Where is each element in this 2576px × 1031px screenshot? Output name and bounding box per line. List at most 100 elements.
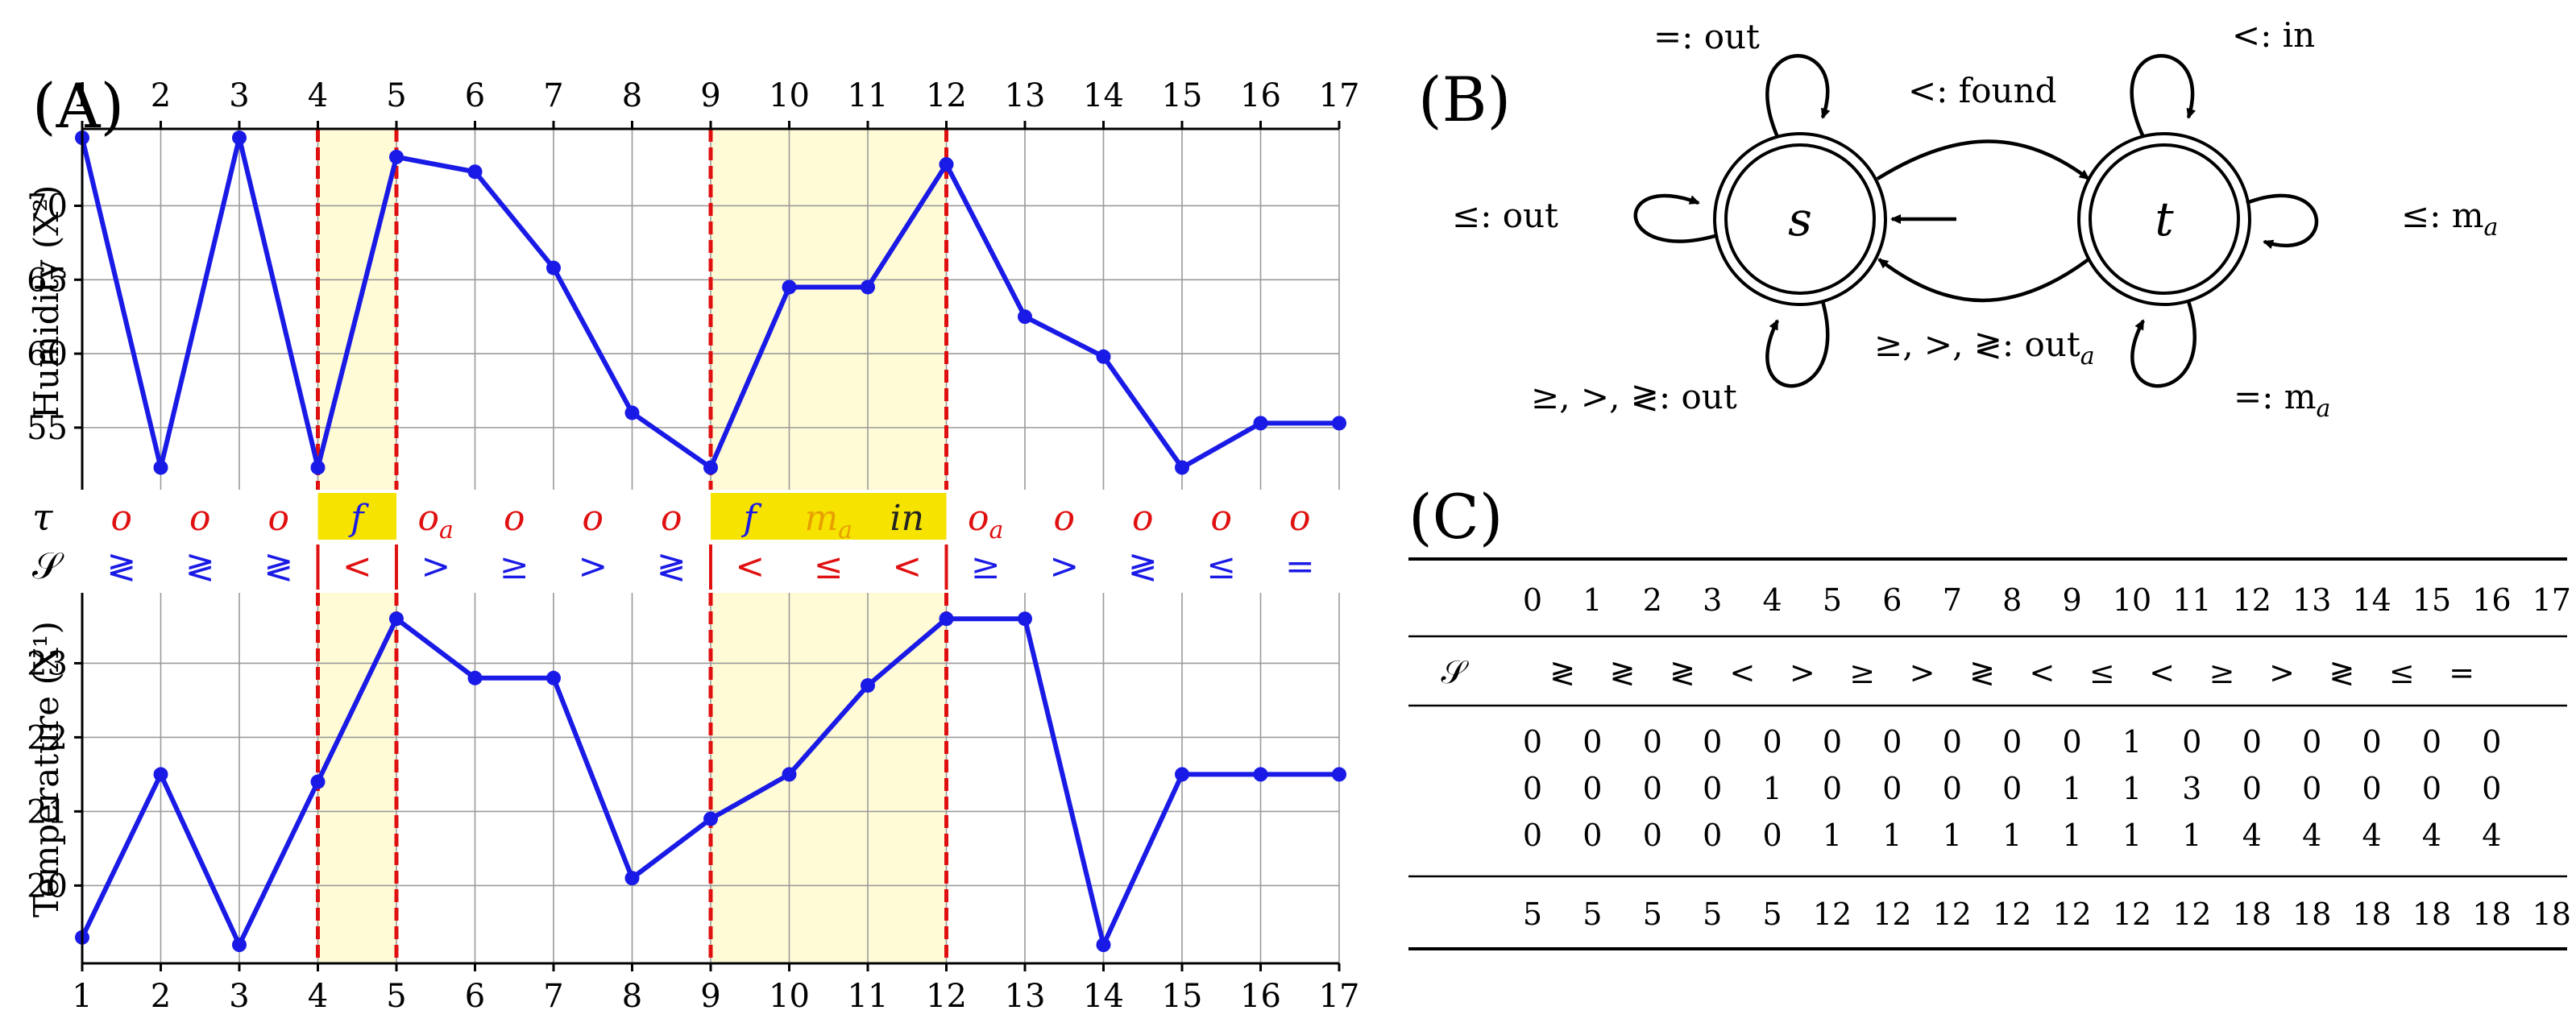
- table-data-cell: 0: [2302, 724, 2321, 760]
- top-x-tick-label: 2: [151, 77, 171, 114]
- table-header-cell: 15: [2412, 582, 2451, 618]
- table-data-cell: 0: [2362, 724, 2382, 760]
- table-header-cell: 4: [1763, 582, 1782, 618]
- temperature-y-tick-label: 21: [27, 793, 68, 830]
- table-data-cell: 0: [1583, 724, 1602, 760]
- humidity-point: [861, 279, 875, 295]
- loop-s-top: [1765, 54, 1831, 138]
- temperature-point: [310, 774, 326, 789]
- table-header-cell: 6: [1882, 582, 1902, 618]
- table-data-cell: 1: [1943, 818, 1962, 853]
- humidity-point: [389, 149, 404, 164]
- table-data-cell: 0: [1703, 724, 1722, 760]
- top-x-tick-label: 8: [622, 77, 642, 114]
- humidity-point: [153, 460, 168, 475]
- tau-symbol: ma: [804, 498, 852, 544]
- table-s-cell: ≤: [2089, 655, 2115, 690]
- tau-symbol: o: [661, 498, 682, 539]
- temperature-axis-label: Temperature (X¹): [27, 621, 66, 917]
- s-symbol: ≷: [185, 546, 215, 587]
- temperature-point: [939, 611, 954, 627]
- top-x-tick-label: 10: [769, 77, 810, 114]
- humidity-point: [546, 260, 561, 275]
- table-header-cell: 8: [2002, 582, 2022, 618]
- humidity-axis-label: Humidity (X²): [27, 185, 66, 420]
- loop-t-top: [2130, 54, 2196, 138]
- top-x-tick-label: 5: [386, 77, 406, 114]
- table-final-cell: 12: [1813, 896, 1852, 932]
- table-data-cell: 0: [2422, 724, 2441, 760]
- table-data-cell: 3: [2182, 771, 2201, 806]
- edge-s-to-t: [1876, 139, 2090, 180]
- top-x-tick-label: 9: [700, 77, 720, 114]
- table-final-cell: 18: [2352, 896, 2391, 932]
- tau-highlight-box: [317, 493, 396, 540]
- tau-highlight-box: [711, 493, 947, 540]
- table-data-cell: 0: [2302, 771, 2321, 806]
- top-x-tick-label: 4: [308, 77, 328, 114]
- tau-symbol: o: [583, 498, 604, 539]
- bottom-x-tick-label: 15: [1162, 978, 1203, 1015]
- table-data-cell: 1: [2122, 818, 2142, 853]
- humidity-y-tick-label: 60: [27, 336, 68, 373]
- tau-symbol: in: [890, 498, 924, 539]
- table-data-cell: 0: [1523, 724, 1542, 760]
- bottom-x-tick-label: 9: [700, 978, 720, 1015]
- temperature-y-tick-label: 22: [27, 719, 68, 756]
- table-data-cell: 0: [1703, 818, 1722, 853]
- table-s-cell: >: [1910, 655, 1935, 690]
- table-data-cell: 4: [2302, 818, 2321, 853]
- panel-label-b: (B): [1418, 64, 1511, 135]
- table-s-cell: <: [1729, 655, 1755, 690]
- s-symbol: ≥: [971, 546, 1001, 587]
- table-data-cell: 0: [1523, 771, 1542, 806]
- temperature-point: [703, 811, 718, 826]
- table-s-cell: >: [2269, 655, 2295, 690]
- temperature-point: [389, 611, 404, 627]
- table-data-cell: 1: [2002, 818, 2022, 853]
- s-row-label: 𝒮: [32, 544, 64, 587]
- table-data-cell: 1: [1882, 818, 1902, 853]
- label-t-right: ≤: ma: [2401, 196, 2498, 242]
- table-s-cell: ≥: [1849, 655, 1875, 690]
- table-data-cell: 4: [2482, 818, 2501, 853]
- loop-s-left: [1633, 193, 1719, 243]
- humidity-y-tick-label: 55: [27, 410, 68, 447]
- tau-symbol: o: [1132, 498, 1154, 539]
- state-t-outer: [2077, 132, 2251, 306]
- humidity-point: [467, 164, 483, 180]
- s-symbol: ≷: [263, 546, 293, 587]
- table-data-cell: 1: [2182, 818, 2201, 853]
- table-header-cell: 16: [2472, 582, 2511, 618]
- table-header-cell: 14: [2352, 582, 2391, 618]
- table-data-cell: 1: [2063, 818, 2082, 853]
- tau-symbol: o: [1054, 498, 1076, 539]
- table-data-cell: 1: [1823, 818, 1842, 853]
- table-header-cell: 12: [2233, 582, 2271, 618]
- table-header-cell: 0: [1523, 582, 1542, 618]
- table-data-cell: 4: [2242, 818, 2262, 853]
- humidity-point: [624, 405, 640, 420]
- table-final-cell: 18: [2472, 896, 2511, 932]
- table-header-cell: 9: [2063, 582, 2082, 618]
- table-data-cell: 0: [1703, 771, 1722, 806]
- table-final-cell: 5: [1703, 896, 1722, 932]
- table-data-cell: 0: [2242, 771, 2262, 806]
- temperature-point: [624, 871, 640, 886]
- table-data-cell: 4: [2422, 818, 2441, 853]
- tau-row-label: τ: [32, 495, 54, 539]
- tau-symbol: o: [1289, 498, 1311, 539]
- table-header-cell: 1: [1583, 582, 1602, 618]
- bottom-x-tick-label: 6: [465, 978, 485, 1015]
- table-data-cell: 0: [1763, 818, 1782, 853]
- state-t-label: t: [2155, 192, 2174, 246]
- highlight-band-0-1: [317, 593, 396, 963]
- bottom-x-tick-label: 2: [151, 978, 171, 1015]
- bottom-x-tick-label: 10: [769, 978, 810, 1015]
- bottom-x-tick-label: 16: [1240, 978, 1281, 1015]
- table-final-cell: 5: [1583, 896, 1602, 932]
- table-data-cell: 0: [2242, 724, 2262, 760]
- temperature-point: [1175, 767, 1189, 782]
- humidity-point: [1018, 309, 1032, 325]
